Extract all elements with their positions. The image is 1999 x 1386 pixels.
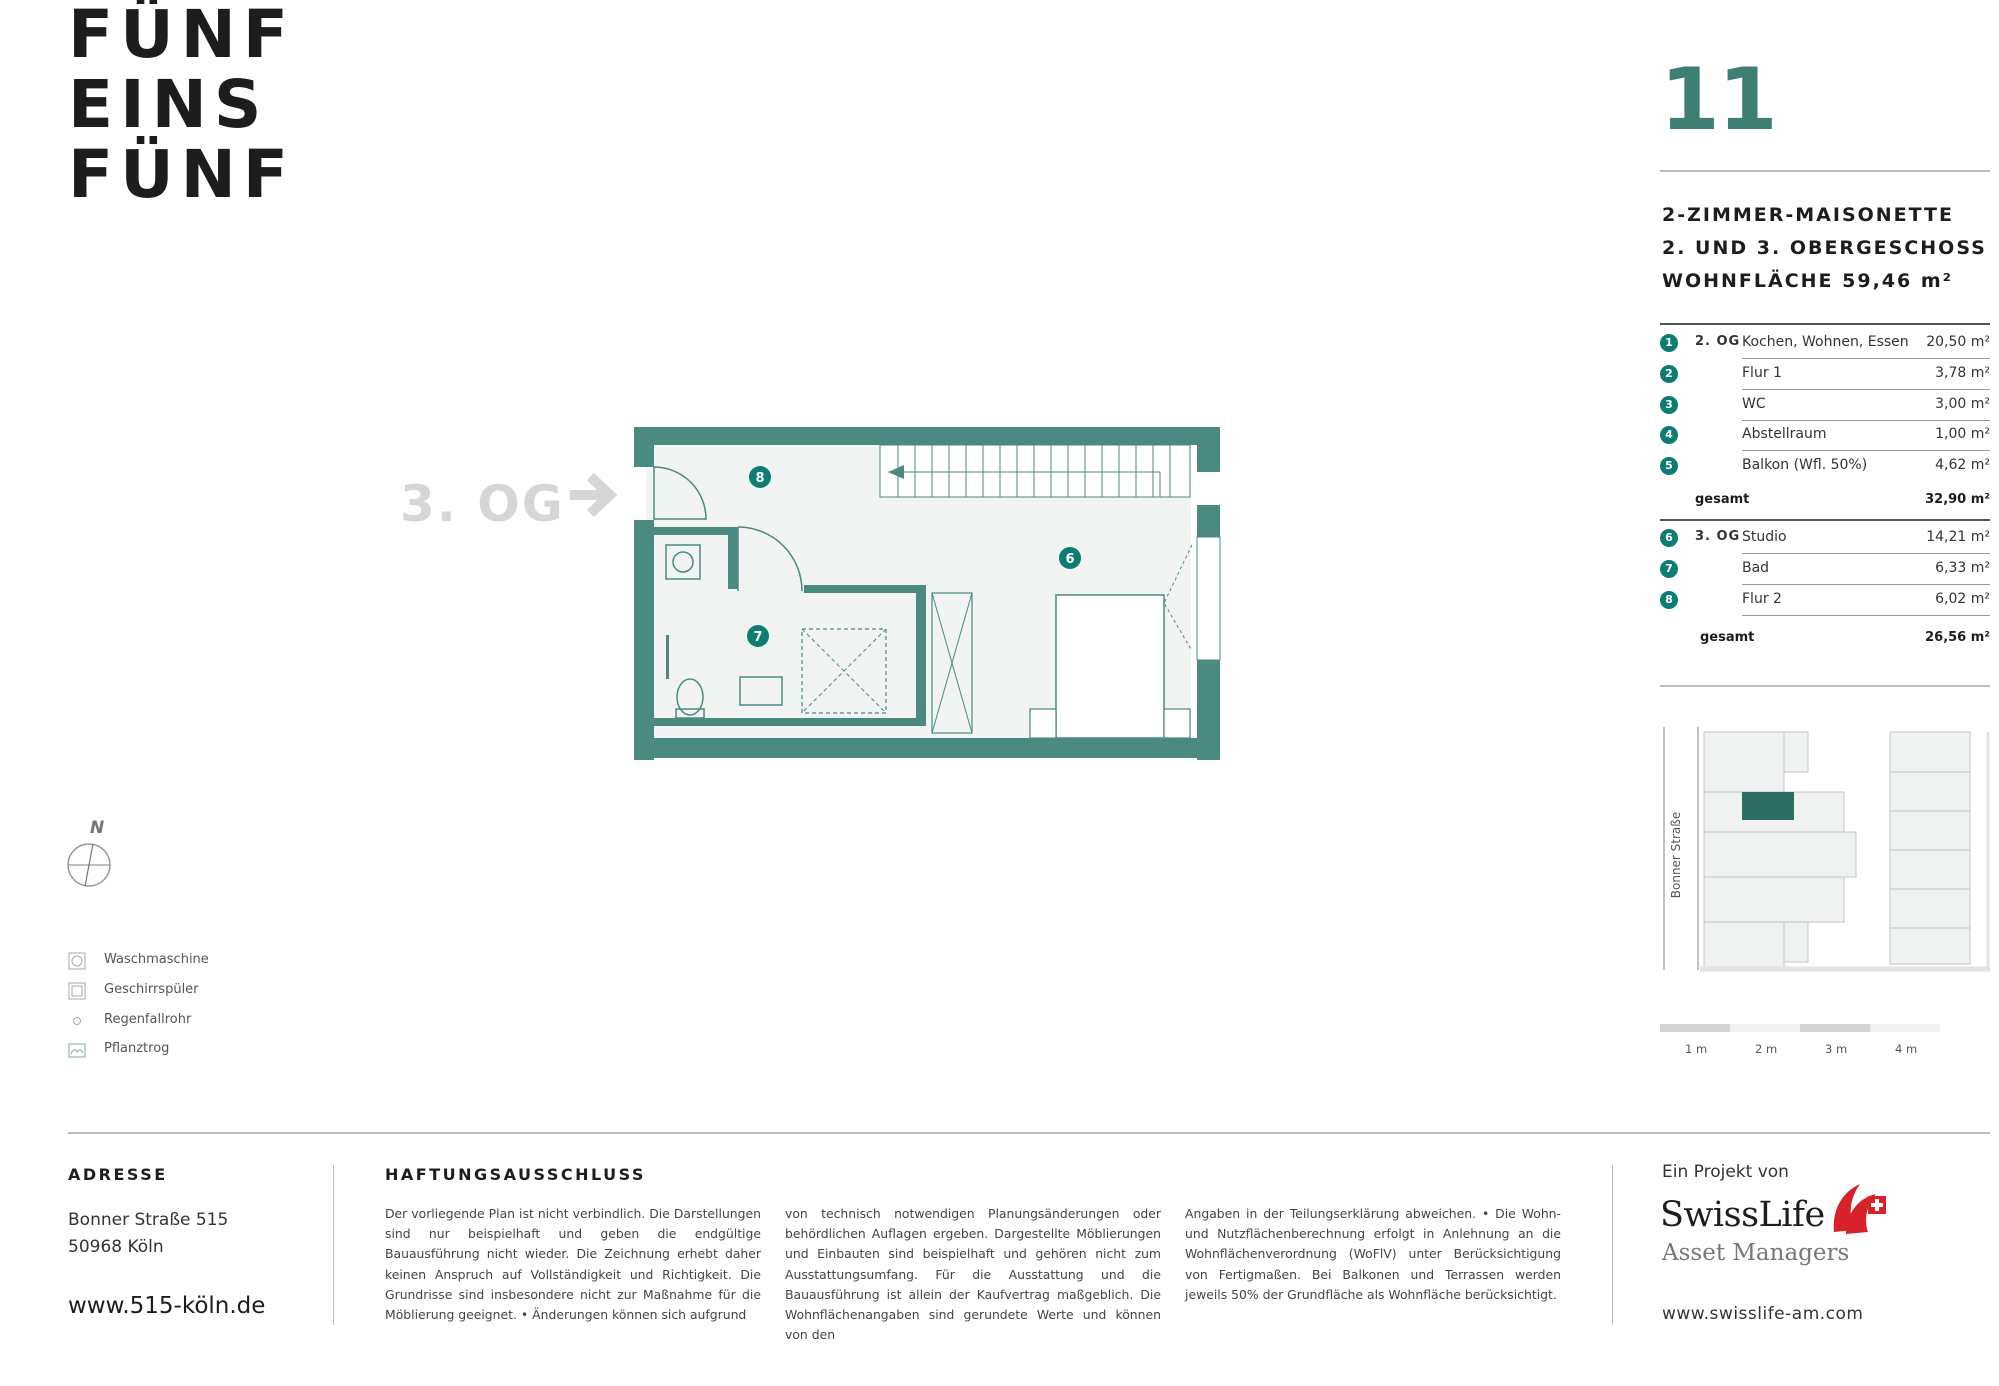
room-number-badge: 6 — [1660, 529, 1678, 547]
room-area: 6,02 m² — [1935, 591, 1990, 607]
brand-subline: Asset Managers — [1662, 1240, 1850, 1266]
scale-segment — [1800, 1024, 1870, 1032]
room-area: 3,00 m² — [1935, 396, 1990, 412]
brand-name: SwissLife — [1660, 1195, 1825, 1235]
unit-floors: 2. UND 3. OBERGESCHOSS — [1662, 237, 1987, 259]
planter-icon — [68, 1043, 86, 1058]
dishwasher-icon — [68, 982, 86, 1000]
table-row: 6 3. OG Studio 14,21 m² — [1660, 524, 1990, 554]
street-label: Bonner Straße — [1669, 811, 1683, 899]
divider — [1660, 519, 1990, 521]
room-number-badge: 3 — [1660, 396, 1678, 414]
scale-segment — [1730, 1024, 1800, 1032]
divider — [68, 1132, 1990, 1134]
address-heading: ADRESSE — [68, 1165, 168, 1184]
room-name: WC — [1742, 396, 1766, 412]
room-area: 4,62 m² — [1935, 457, 1990, 473]
disclaimer-text: von technisch notwendigen Planungsänderu… — [785, 1206, 1161, 1343]
logo: FÜNF EINS FÜNF — [68, 0, 295, 210]
brand-website-link[interactable]: www.swisslife-am.com — [1662, 1304, 1864, 1324]
table-row: 4 Abstellraum 1,00 m² — [1660, 421, 1990, 451]
divider — [1660, 323, 1990, 325]
compass-icon — [67, 843, 111, 887]
disclaimer-text: Angaben in der Teilungserklärung abweich… — [1185, 1206, 1561, 1302]
legend-label: Geschirrspüler — [104, 982, 199, 997]
compass-north-label: N — [90, 818, 105, 838]
table-row: 1 2. OG Kochen, Wohnen, Essen 20,50 m² — [1660, 329, 1990, 359]
washing-machine-icon — [68, 952, 86, 970]
arrow-right-icon — [570, 472, 618, 518]
scale-segment — [1870, 1024, 1940, 1032]
floor-label: 3. OG — [1695, 529, 1741, 544]
logo-line-2: EINS — [68, 66, 269, 143]
floor-label-3og: 3. OG — [400, 475, 565, 533]
legend-label: Pflanztrog — [104, 1041, 170, 1056]
divider — [1660, 170, 1990, 172]
room-number-badge: 5 — [1660, 457, 1678, 475]
total-row-2og: gesamt 32,90 m² — [1695, 492, 1990, 516]
address-street: Bonner Straße 515 — [68, 1210, 229, 1230]
room-name: Balkon (Wfl. 50%) — [1742, 457, 1868, 473]
table-row: 8 Flur 2 6,02 m² — [1660, 586, 1990, 616]
logo-line-3: FÜNF — [68, 136, 295, 213]
total-label: gesamt — [1700, 630, 1755, 645]
room-name: Bad — [1742, 560, 1770, 576]
room-number-badge: 4 — [1660, 426, 1678, 444]
table-row: 7 Bad 6,33 m² — [1660, 555, 1990, 585]
unit-area: WOHNFLÄCHE 59,46 m² — [1662, 270, 1953, 292]
room-name: Studio — [1742, 529, 1787, 545]
room-marker-7 — [747, 625, 769, 647]
room-name: Abstellraum — [1742, 426, 1827, 442]
room-area: 3,78 m² — [1935, 365, 1990, 381]
total-label: gesamt — [1695, 492, 1750, 507]
room-name: Flur 1 — [1742, 365, 1782, 381]
legend-label: Regenfallrohr — [104, 1012, 192, 1027]
logo-line-1: FÜNF — [68, 0, 295, 73]
disclaimer-heading: HAFTUNGSAUSSCHLUSS — [385, 1165, 646, 1184]
total-area: 32,90 m² — [1925, 492, 1990, 507]
room-marker-label: 6 — [1065, 552, 1074, 567]
room-marker-label: 7 — [753, 630, 762, 645]
room-marker-8 — [749, 466, 771, 488]
room-area: 14,21 m² — [1926, 529, 1990, 545]
legend-label: Waschmaschine — [104, 952, 209, 967]
scale-label: 2 m — [1755, 1042, 1778, 1056]
scale-segment — [1660, 1024, 1730, 1032]
scale-label: 4 m — [1895, 1042, 1918, 1056]
room-name: Kochen, Wohnen, Essen — [1742, 334, 1909, 350]
room-area: 6,33 m² — [1935, 560, 1990, 576]
room-area: 20,50 m² — [1926, 334, 1990, 350]
project-by: Ein Projekt von — [1662, 1162, 1789, 1182]
room-number-badge: 8 — [1660, 591, 1678, 609]
swisslife-logo-icon — [1833, 1184, 1886, 1234]
table-row: 2 Flur 1 3,78 m² — [1660, 360, 1990, 390]
total-row-3og: gesamt 26,56 m² — [1700, 630, 1990, 654]
unit-type: 2-ZIMMER-MAISONETTE — [1662, 204, 1954, 226]
scale-label: 1 m — [1685, 1042, 1708, 1056]
total-area: 26,56 m² — [1925, 630, 1990, 645]
floor-label: 2. OG — [1695, 334, 1741, 349]
room-area: 1,00 m² — [1935, 426, 1990, 442]
website-link[interactable]: www.515-köln.de — [68, 1293, 266, 1319]
room-number-badge: 7 — [1660, 560, 1678, 578]
scale-label: 3 m — [1825, 1042, 1848, 1056]
room-marker-label: 8 — [755, 471, 764, 486]
divider — [333, 1165, 334, 1325]
room-number-badge: 2 — [1660, 365, 1678, 383]
disclaimer-text: Der vorliegende Plan ist nicht verbindli… — [385, 1206, 761, 1323]
address-city: 50968 Köln — [68, 1237, 164, 1257]
room-number-badge: 1 — [1660, 334, 1678, 352]
downpipe-icon — [73, 1017, 81, 1025]
divider — [1612, 1165, 1613, 1325]
site-plan — [1663, 727, 1990, 972]
divider — [1660, 685, 1990, 687]
unit-number: 11 — [1660, 50, 1778, 150]
room-name: Flur 2 — [1742, 591, 1782, 607]
table-row: 5 Balkon (Wfl. 50%) 4,62 m² — [1660, 452, 1990, 482]
floor-plan: 8 6 7 — [634, 427, 1221, 760]
table-row: 3 WC 3,00 m² — [1660, 391, 1990, 421]
room-marker-6 — [1059, 547, 1081, 569]
